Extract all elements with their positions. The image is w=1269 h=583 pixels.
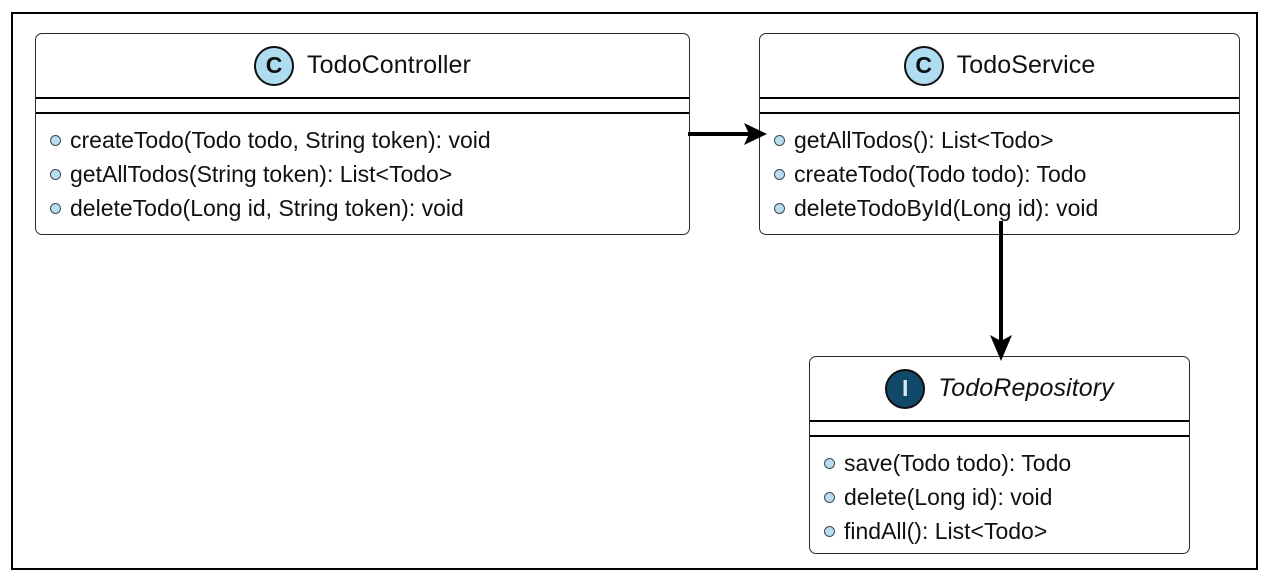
compartment-separator [36, 112, 689, 114]
method-label: createTodo(Todo todo): Todo [794, 160, 1087, 187]
attributes-compartment [810, 422, 1189, 435]
compartment-separator [810, 435, 1189, 437]
method-label: findAll(): List<Todo> [844, 517, 1048, 544]
method-label: save(Todo todo): Todo [844, 449, 1072, 476]
class-header-todo-controller: C TodoController [36, 34, 689, 97]
methods-compartment: save(Todo todo): Todo delete(Long id): v… [810, 437, 1189, 553]
connector-service-to-repository[interactable] [980, 219, 1022, 361]
methods-compartment: getAllTodos(): List<Todo> createTodo(Tod… [760, 114, 1239, 234]
method-row[interactable]: getAllTodos(String token): List<Todo> [36, 157, 689, 191]
class-box-todo-controller[interactable]: C TodoController createTodo(Todo todo, S… [35, 33, 690, 235]
method-row[interactable]: save(Todo todo): Todo [810, 446, 1189, 480]
diagram-frame: C TodoController createTodo(Todo todo, S… [11, 12, 1258, 570]
class-badge-icon: C [254, 45, 294, 86]
connector-controller-to-service[interactable] [685, 114, 767, 154]
method-row[interactable]: createTodo(Todo todo): Todo [760, 157, 1239, 191]
interface-badge-icon: I [885, 368, 926, 409]
connector-arrow-right-icon [688, 123, 767, 145]
compartment-separator [36, 97, 689, 99]
class-badge-icon: C [903, 45, 944, 86]
class-box-todo-service[interactable]: C TodoService getAllTodos(): List<Todo> … [759, 33, 1240, 235]
method-row[interactable]: createTodo(Todo todo, String token): voi… [36, 123, 689, 157]
method-label: deleteTodo(Long id, String token): void [70, 194, 464, 221]
attributes-compartment [36, 99, 689, 112]
compartment-separator [810, 420, 1189, 422]
visibility-public-icon [774, 168, 785, 180]
visibility-public-icon [824, 525, 835, 537]
method-label: deleteTodoById(Long id): void [794, 194, 1099, 221]
method-label: delete(Long id): void [844, 483, 1053, 510]
visibility-public-icon [824, 491, 835, 503]
class-title: TodoController [307, 51, 471, 79]
method-row[interactable]: deleteTodo(Long id, String token): void [36, 191, 689, 225]
visibility-public-icon [50, 202, 61, 214]
method-row[interactable]: delete(Long id): void [810, 480, 1189, 514]
methods-compartment: createTodo(Todo todo, String token): voi… [36, 114, 689, 234]
visibility-public-icon [50, 168, 61, 180]
visibility-public-icon [774, 134, 785, 146]
class-title: TodoService [956, 51, 1096, 79]
visibility-public-icon [824, 457, 835, 469]
method-row[interactable]: deleteTodoById(Long id): void [760, 191, 1239, 225]
method-label: getAllTodos(): List<Todo> [794, 126, 1054, 153]
visibility-public-icon [774, 202, 785, 214]
compartment-separator [760, 112, 1239, 114]
compartment-separator [760, 97, 1239, 99]
method-label: getAllTodos(String token): List<Todo> [70, 160, 453, 187]
attributes-compartment [760, 99, 1239, 112]
class-header-todo-repository: I TodoRepository [810, 357, 1189, 420]
class-box-todo-repository[interactable]: I TodoRepository save(Todo todo): Todo d… [809, 356, 1190, 554]
connector-arrow-down-icon [990, 221, 1012, 361]
method-row[interactable]: getAllTodos(): List<Todo> [760, 123, 1239, 157]
method-label: createTodo(Todo todo, String token): voi… [70, 126, 491, 153]
class-title: TodoRepository [938, 374, 1114, 402]
visibility-public-icon [50, 134, 61, 146]
method-row[interactable]: findAll(): List<Todo> [810, 514, 1189, 548]
class-header-todo-service: C TodoService [760, 34, 1239, 97]
